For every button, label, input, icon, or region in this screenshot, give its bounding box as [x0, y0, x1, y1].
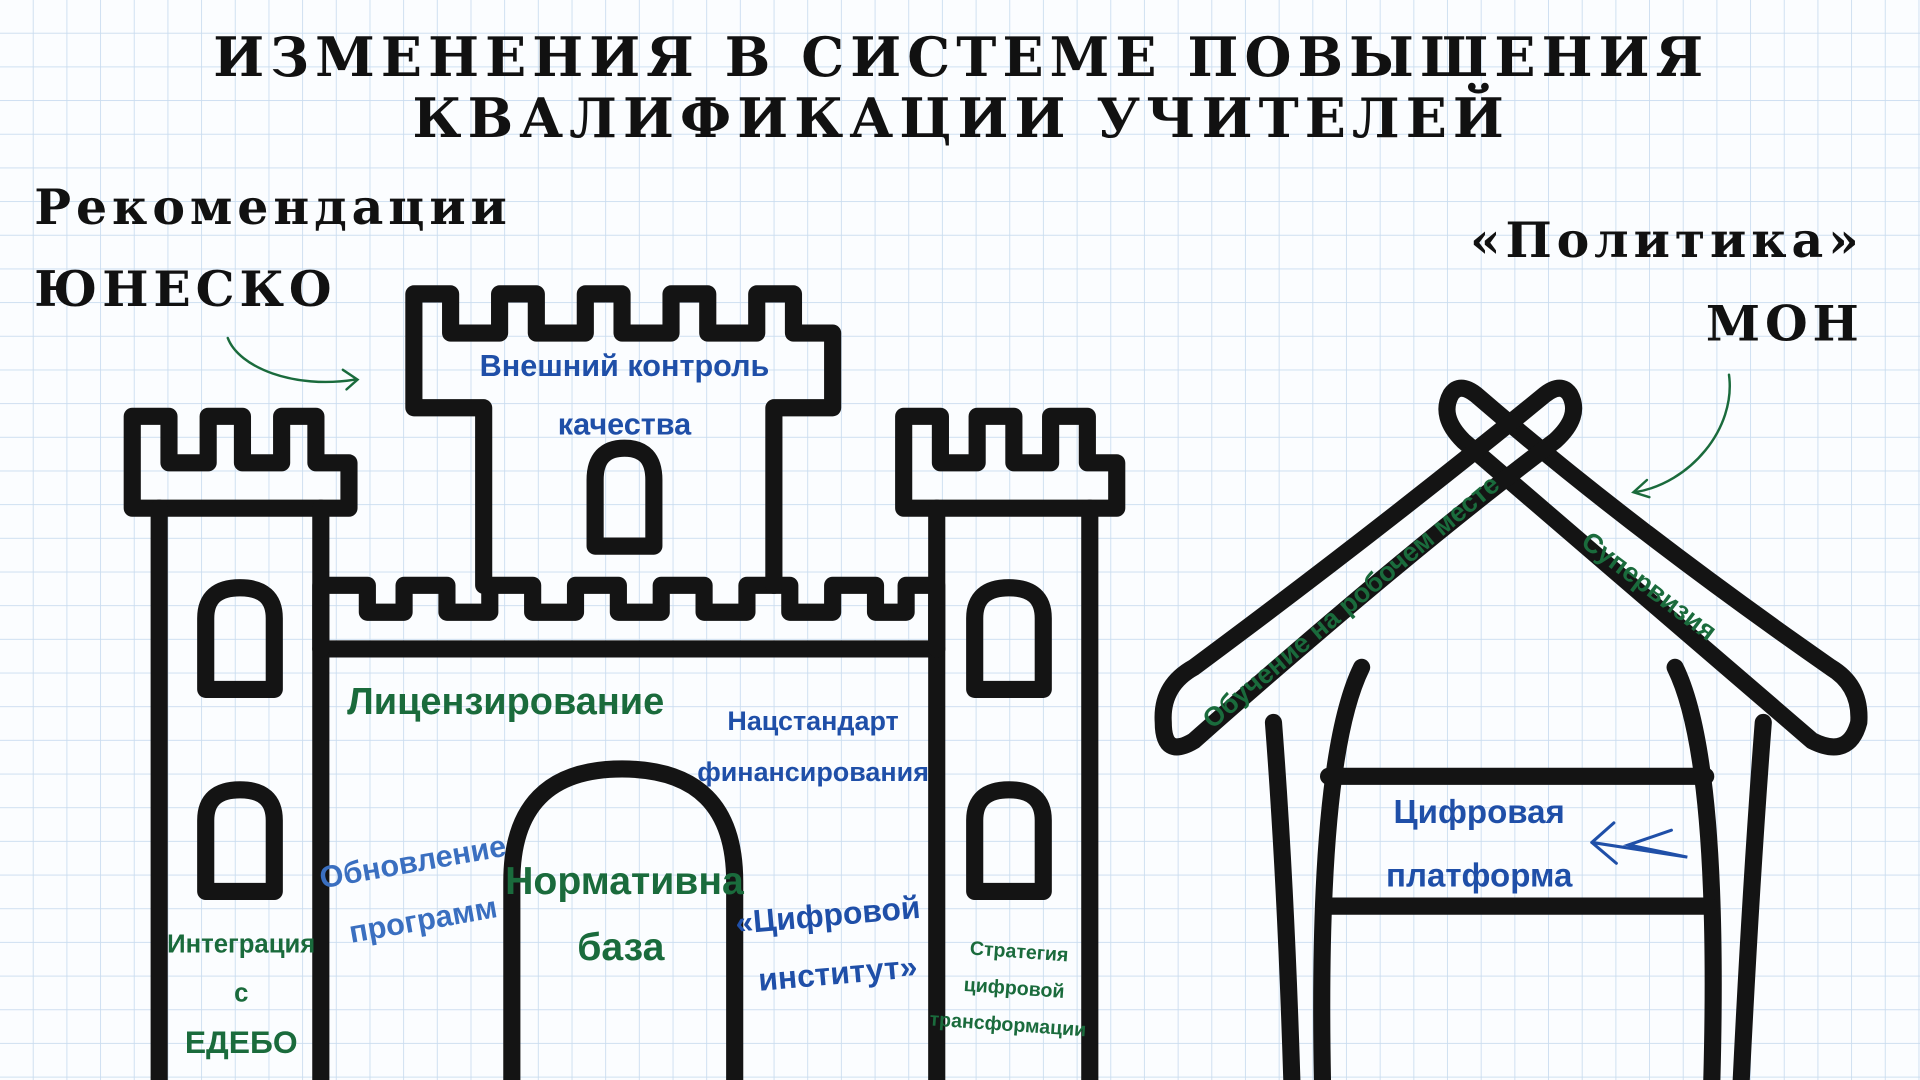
- mon-label-line-1: «Политика»: [1470, 211, 1864, 269]
- label-digital-platform-1: Цифровая: [1394, 794, 1565, 831]
- label-edebo-integration-3: ЕДЕБО: [185, 1024, 298, 1060]
- label-funding-standard-1: Нацстандарт: [727, 706, 898, 736]
- label-external-quality-control-2: качества: [558, 408, 692, 442]
- unesco-label-line-1: Рекомендации: [34, 178, 512, 236]
- unesco-arrow-icon: [226, 336, 360, 391]
- platform-arrow-icon: [1590, 821, 1688, 865]
- castle-drawing: [123, 285, 1126, 1080]
- label-edebo-integration-1: Интеграция: [167, 931, 315, 959]
- title-line-1: ИЗМЕНЕНИЯ В СИСТЕМЕ ПОВЫШЕНИЯ: [213, 25, 1709, 89]
- mon-arrow-icon: [1631, 373, 1731, 499]
- label-edebo-integration-2: с: [234, 980, 248, 1008]
- label-external-quality-control-1: Внешний контроль: [480, 349, 770, 383]
- mon-label-line-2: МОН: [1706, 294, 1864, 352]
- shelter-drawing: [1154, 379, 1868, 1080]
- label-digital-platform-2: платформа: [1386, 858, 1573, 895]
- unesco-label-line-2: ЮНЕСКО: [34, 260, 336, 318]
- title-line-2: КВАЛИФИКАЦИИ УЧИТЕЛЕЙ: [413, 82, 1510, 150]
- label-normative-base-1: Нормативна: [505, 860, 745, 903]
- label-licensing: Лицензирование: [347, 681, 664, 723]
- label-funding-standard-2: финансирования: [697, 757, 929, 787]
- label-normative-base-2: база: [577, 926, 665, 969]
